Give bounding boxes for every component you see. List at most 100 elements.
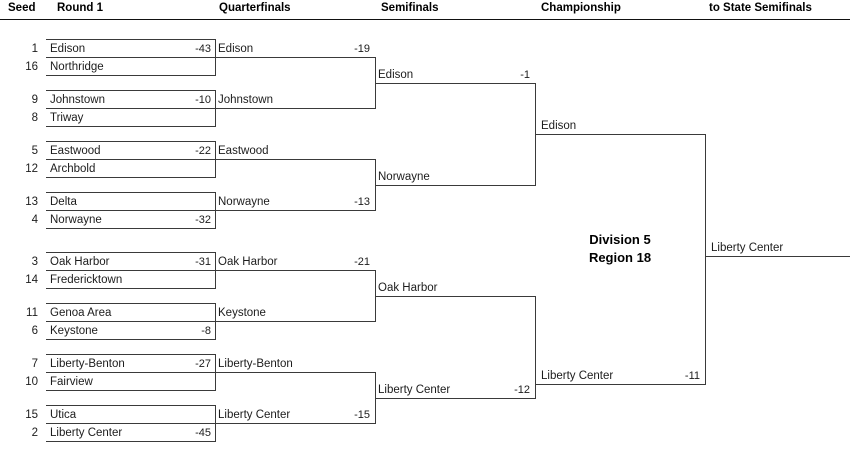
match-mid-rule <box>46 159 215 160</box>
seed-number: 1 <box>31 43 38 55</box>
match-top-rule <box>46 252 215 253</box>
match-bottom-rule <box>46 228 215 229</box>
seed-number: 5 <box>31 145 38 157</box>
qf-top-rule <box>215 270 375 271</box>
match-top-rule <box>46 405 215 406</box>
seed-number: 7 <box>31 358 38 370</box>
team-name[interactable]: Oak Harbor <box>218 256 278 268</box>
team-name[interactable]: Norwayne <box>218 196 270 208</box>
champion-rule <box>705 256 850 257</box>
seed-number: 10 <box>25 376 38 388</box>
team-name[interactable]: Keystone <box>218 307 266 319</box>
match-top-rule <box>46 141 215 142</box>
team-score: -43 <box>195 43 211 55</box>
team-name[interactable]: Liberty Center <box>541 370 614 382</box>
team-score: -27 <box>195 358 211 370</box>
team-name[interactable]: Liberty-Benton <box>218 358 293 370</box>
team-name[interactable]: Norwayne <box>378 171 430 183</box>
match-mid-rule <box>46 108 215 109</box>
team-name[interactable]: Northridge <box>50 61 104 73</box>
team-name[interactable]: Oak Harbor <box>378 282 438 294</box>
match-mid-rule <box>46 423 215 424</box>
seed-number: 6 <box>31 325 38 337</box>
team-score: -8 <box>201 325 211 337</box>
team-score: -1 <box>520 69 530 81</box>
seed-number: 16 <box>25 61 38 73</box>
match-bottom-rule <box>46 177 215 178</box>
match-top-rule <box>46 39 215 40</box>
team-name[interactable]: Liberty Center <box>378 384 451 396</box>
seed-number: 11 <box>26 307 38 319</box>
seed-number: 2 <box>31 427 38 439</box>
team-score: -10 <box>195 94 211 106</box>
team-name[interactable]: Liberty-Benton <box>50 358 125 370</box>
seed-number: 12 <box>25 163 38 175</box>
sf-connector <box>535 296 536 399</box>
team-name[interactable]: Johnstown <box>50 94 105 106</box>
match-top-rule <box>46 354 215 355</box>
qf-bottom-rule <box>215 321 375 322</box>
team-score: -21 <box>354 256 370 268</box>
header-to-state-semifinals: to State Semifinals <box>709 2 812 14</box>
qf-bottom-rule <box>215 423 375 424</box>
seed-number: 8 <box>31 112 38 124</box>
team-name[interactable]: Edison <box>50 43 86 55</box>
sf-top-rule <box>375 83 535 84</box>
team-score: -11 <box>684 370 700 382</box>
match-bottom-rule <box>46 126 215 127</box>
region-title: Division 5 Region 18 <box>534 231 706 267</box>
final-bottom-rule <box>535 384 705 385</box>
match-mid-rule <box>46 210 215 211</box>
header-round-1: Round 1 <box>57 2 103 14</box>
qf-top-rule <box>215 159 375 160</box>
team-name[interactable]: Delta <box>50 196 77 208</box>
team-score: -15 <box>354 409 370 421</box>
match-mid-rule <box>46 372 215 373</box>
team-name[interactable]: Edison <box>541 120 577 132</box>
team-name[interactable]: Utica <box>50 409 77 421</box>
sf-bottom-rule <box>375 398 535 399</box>
header-divider <box>0 19 850 20</box>
team-name[interactable]: Edison <box>218 43 254 55</box>
team-name[interactable]: Keystone <box>50 325 98 337</box>
match-mid-rule <box>46 270 215 271</box>
match-bottom-rule <box>46 288 215 289</box>
team-name[interactable]: Fredericktown <box>50 274 123 286</box>
team-score: -45 <box>195 427 211 439</box>
team-name[interactable]: Oak Harbor <box>50 256 110 268</box>
team-name[interactable]: Triway <box>50 112 84 124</box>
team-name[interactable]: Liberty Center <box>50 427 123 439</box>
match-mid-rule <box>46 321 215 322</box>
seed-number: 14 <box>25 274 38 286</box>
final-top-rule <box>535 134 705 135</box>
match-bottom-rule <box>46 390 215 391</box>
seed-number: 15 <box>25 409 38 421</box>
team-score: -22 <box>195 145 211 157</box>
team-name[interactable]: Genoa Area <box>50 307 112 319</box>
team-name[interactable]: Eastwood <box>218 145 269 157</box>
header-championship: Championship <box>541 2 621 14</box>
team-name[interactable]: Fairview <box>50 376 93 388</box>
header-quarterfinals: Quarterfinals <box>219 2 291 14</box>
final-connector <box>705 134 706 385</box>
team-name[interactable]: Liberty Center <box>218 409 291 421</box>
qf-bottom-rule <box>215 108 375 109</box>
champion-team-name[interactable]: Liberty Center <box>711 242 784 254</box>
team-score: -31 <box>195 256 211 268</box>
team-name[interactable]: Edison <box>378 69 414 81</box>
sf-top-rule <box>375 296 535 297</box>
team-name[interactable]: Archbold <box>50 163 96 175</box>
team-score: -12 <box>514 384 530 396</box>
match-top-rule <box>46 192 215 193</box>
qf-top-rule <box>215 372 375 373</box>
team-name[interactable]: Eastwood <box>50 145 101 157</box>
qf-bottom-rule <box>215 210 375 211</box>
division-label: Division 5 <box>589 232 651 247</box>
match-bottom-rule <box>46 75 215 76</box>
seed-number: 4 <box>31 214 38 226</box>
match-bottom-rule <box>46 339 215 340</box>
team-name[interactable]: Norwayne <box>50 214 102 226</box>
team-name[interactable]: Johnstown <box>218 94 273 106</box>
qf-top-rule <box>215 57 375 58</box>
